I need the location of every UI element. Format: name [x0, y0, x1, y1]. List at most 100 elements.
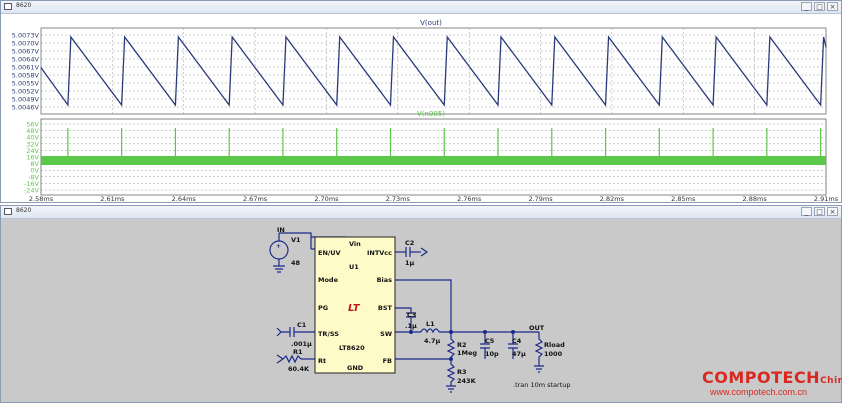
- vout-trace[interactable]: [40, 35, 827, 107]
- c4-ref-label: C4: [512, 337, 522, 345]
- lt-logo-icon: LT: [348, 303, 361, 314]
- pin-bias: Bias: [377, 276, 393, 284]
- schematic-canvas[interactable]: + IN V1 48 Vin U1 EN/UV Mode PG TR/SS Rt…: [1, 219, 841, 403]
- switch-node-spikes: [67, 128, 822, 162]
- pin-en-uv: EN/UV: [318, 249, 341, 257]
- r1-ref-label: R1: [293, 348, 303, 356]
- waveform-minimize-button[interactable]: _: [801, 2, 812, 11]
- c5-ref-label: C5: [485, 337, 495, 345]
- pin-intvcc: INTVcc: [367, 249, 392, 257]
- bottom-y-tick: -24V: [24, 187, 40, 195]
- pin-mode: Mode: [318, 276, 339, 284]
- c1-ref-label: C1: [297, 321, 307, 329]
- bottom-trace-label[interactable]: V(n005): [417, 110, 445, 118]
- switch-node-band[interactable]: [41, 156, 826, 165]
- waveform-window-titlebar[interactable]: 8620 _ □ ×: [1, 1, 841, 14]
- schematic-close-button[interactable]: ×: [827, 207, 838, 216]
- c2-value-label: 1μ: [405, 259, 415, 267]
- ic-part-label: LT8620: [339, 344, 365, 352]
- bottom-y-tick: 0V: [30, 167, 39, 175]
- compotech-url: www.compotech.com.cn: [710, 387, 808, 397]
- waveform-plot-area[interactable]: V(out) 5.0073V5.0070V5.0067V5.0064V5.006…: [1, 14, 841, 203]
- top-pane-frame[interactable]: [40, 27, 827, 115]
- top-y-tick: 5.0052V: [12, 88, 40, 96]
- top-trace-label[interactable]: V(out): [420, 19, 442, 27]
- bottom-y-tick: 40V: [26, 134, 39, 142]
- v1-source-symbol[interactable]: [269, 240, 289, 260]
- r1-value-label: 60.4K: [288, 365, 310, 373]
- x-tick: 2.85ms: [671, 195, 696, 203]
- out-node-label: OUT: [529, 324, 545, 332]
- bottom-y-tick: 56V: [26, 121, 39, 129]
- waveform-maximize-button[interactable]: □: [814, 2, 825, 11]
- pin-tr-ss: TR/SS: [318, 330, 339, 338]
- pin-pg: PG: [318, 304, 328, 312]
- rload-ref-label: Rload: [544, 341, 565, 349]
- schematic-minimize-button[interactable]: _: [801, 207, 812, 216]
- c4-value-label: 47μ: [512, 350, 526, 358]
- top-y-tick: 5.0073V: [12, 32, 40, 40]
- c3-value-label: .1μ: [405, 322, 417, 330]
- x-tick: 2.64ms: [172, 195, 197, 203]
- schematic-window-titlebar[interactable]: 8620 _ □ ×: [1, 206, 841, 219]
- waveform-app-icon: [4, 3, 12, 10]
- top-y-tick: 5.0061V: [12, 64, 40, 72]
- pin-fb: FB: [383, 357, 392, 365]
- x-tick: 2.73ms: [386, 195, 411, 203]
- schematic-maximize-button[interactable]: □: [814, 207, 825, 216]
- schematic-app-icon: [4, 208, 12, 215]
- bottom-y-tick: 48V: [26, 127, 39, 135]
- r2-ref-label: R2: [457, 341, 467, 349]
- x-tick: 2.82ms: [600, 195, 625, 203]
- waveform-window-title: 8620: [16, 2, 32, 9]
- x-tick: 2.70ms: [314, 195, 339, 203]
- x-tick: 2.61ms: [100, 195, 125, 203]
- x-tick: 2.76ms: [457, 195, 482, 203]
- ic-ref-label: U1: [349, 263, 359, 271]
- pin-gnd: GND: [347, 364, 364, 372]
- l1-ref-label: L1: [426, 320, 435, 328]
- top-y-tick: 5.0070V: [12, 40, 40, 48]
- r2-value-label: 1Meg: [457, 349, 477, 357]
- x-axis-tick-labels: 2.58ms 2.61ms 2.64ms 2.67ms 2.70ms 2.73ms 2.76…: [29, 195, 839, 203]
- in-node-label: IN: [277, 226, 285, 234]
- top-y-tick: 5.0064V: [12, 56, 40, 64]
- lt8620-ic-body[interactable]: [314, 236, 396, 374]
- v1-ref-label: V1: [291, 236, 301, 244]
- bottom-y-tick: 8V: [30, 160, 39, 168]
- v1-value-label: 48: [291, 259, 301, 267]
- x-tick: 2.67ms: [243, 195, 268, 203]
- bottom-y-tick: 24V: [26, 147, 39, 155]
- x-tick: 2.91ms: [814, 195, 839, 203]
- x-tick: 2.79ms: [528, 195, 553, 203]
- top-y-tick: 5.0055V: [12, 80, 40, 88]
- x-tick: 2.58ms: [29, 195, 54, 203]
- c2-ref-label: C2: [405, 239, 414, 247]
- pin-bst: BST: [378, 304, 393, 312]
- bottom-y-tick: 16V: [26, 154, 39, 162]
- svg-text:+: +: [276, 243, 281, 250]
- pin-rt: Rt: [318, 357, 326, 365]
- c1-value-label: .001μ: [291, 340, 312, 348]
- waveform-close-button[interactable]: ×: [827, 2, 838, 11]
- top-y-tick: 5.0049V: [12, 96, 40, 104]
- brand-suffix: China: [820, 376, 842, 386]
- bottom-y-tick: -8V: [28, 173, 39, 181]
- schematic-window: 8620 _ □ ×: [0, 205, 842, 403]
- r3-ref-label: R3: [457, 368, 467, 376]
- r3-value-label: 243K: [457, 377, 477, 385]
- spice-directive[interactable]: .tran 10m startup: [513, 381, 571, 389]
- pin-sw: SW: [380, 330, 392, 338]
- top-y-tick-labels: 5.0073V5.0070V5.0067V5.0064V5.0061V5.005…: [12, 32, 40, 112]
- top-y-tick: 5.0058V: [12, 72, 40, 80]
- compotech-logo: COMPOTECHChina: [702, 368, 842, 387]
- top-y-tick: 5.0067V: [12, 48, 40, 56]
- x-tick: 2.88ms: [743, 195, 768, 203]
- brand-text: COMPOTECH: [702, 368, 821, 387]
- schematic-window-title: 8620: [16, 207, 32, 214]
- c5-value-label: 10p: [485, 350, 499, 358]
- l1-value-label: 4.7μ: [424, 337, 441, 345]
- c3-ref-label: C3: [407, 311, 416, 319]
